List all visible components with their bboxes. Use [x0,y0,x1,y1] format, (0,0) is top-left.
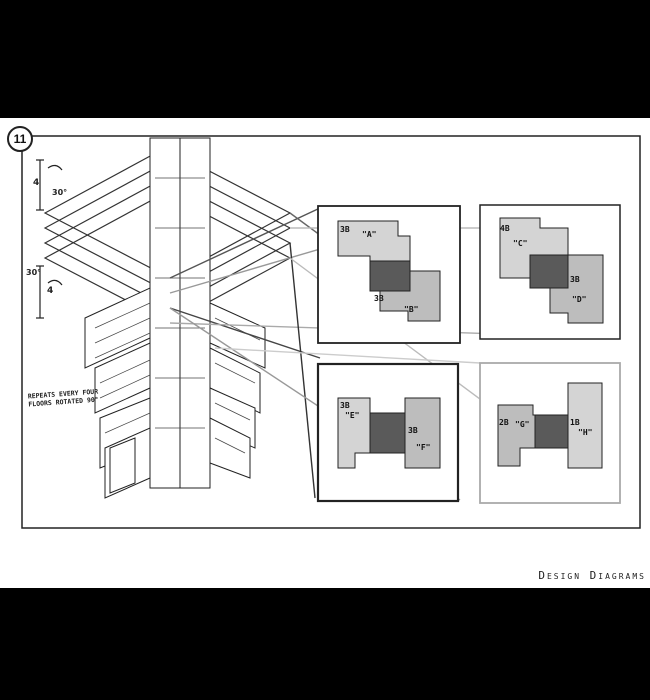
lower-rotation-label: 30° [26,268,42,277]
plan-3-unit-e-name: "E" [345,411,360,420]
plan-1-unit-a-name: "A" [362,230,377,239]
plan-4-unit-g-name: "G" [515,420,530,429]
upper-height-label: 4 [33,178,40,188]
plan-2-unit-c-type: 4B [500,224,510,233]
plan-3-unit-f-type: 3B [408,426,418,435]
isometric-tower [43,137,292,499]
plan-1-unit-a-type: 3B [340,225,350,234]
plan-2-unit-c-name: "C" [513,239,528,248]
design-diagram-drawing [21,135,641,529]
lower-height-label: 4 [47,286,54,296]
plan-4-unit-h-name: "H" [578,428,593,437]
plan-2-unit-d-type: 3B [570,275,580,284]
upper-rotation-label: 30° [52,188,68,197]
plan-4-unit-h-type: 1B [570,418,580,427]
footer-title: Design Diagrams [538,569,646,582]
plan-3-unit-e-type: 3B [340,401,350,410]
sheet-number: 11 [7,126,33,152]
plan-4 [479,362,621,504]
sheet-border [21,135,641,529]
plan-1-unit-b-name: "B" [404,305,419,314]
drawing-sheet: 11 4 30° 30° 4 Repeats every four floors… [0,118,650,588]
plan-2-unit-d-name: "D" [572,295,587,304]
plan-1-unit-b-type: 3B [374,294,384,303]
plan-3 [316,362,460,503]
dimension-markers [36,159,63,319]
plan-1 [317,205,461,344]
plan-4-unit-g-type: 2B [499,418,509,427]
plan-2 [479,204,621,340]
plan-3-unit-f-name: "F" [416,443,431,452]
